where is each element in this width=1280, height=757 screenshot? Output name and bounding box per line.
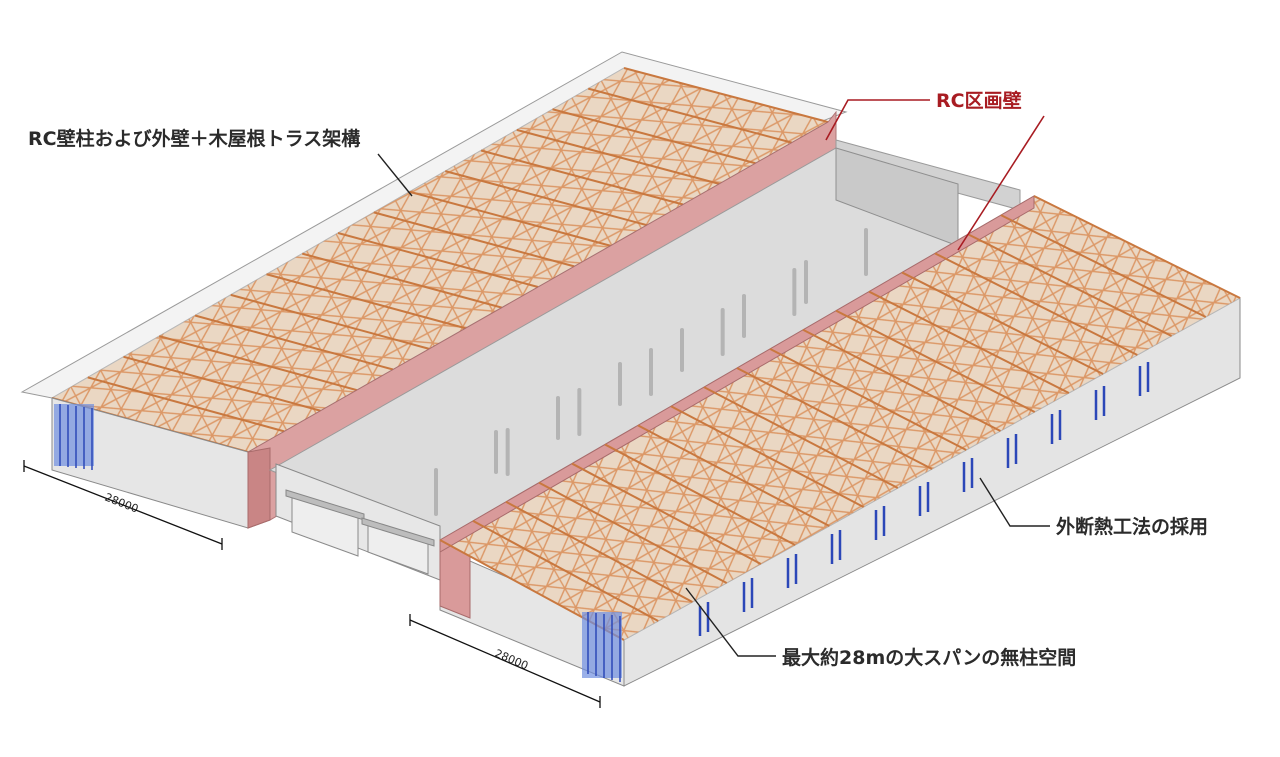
right-truss-rib [934,252,1138,356]
right-truss-rib [538,481,728,584]
center-courtyard [268,139,1021,581]
right-truss-rib [505,500,693,603]
left-truss-rib [266,273,466,330]
right-truss-rib [868,290,1070,394]
right-side-windows [698,362,1150,636]
label-insulation: 外断熱工法の採用 [1056,515,1208,538]
callout-leaders [377,99,1050,657]
left-truss-rib [230,293,430,350]
left-truss-rib [194,314,394,371]
courtyard-entrances [285,489,435,575]
right-truss-rib [967,233,1173,337]
right-truss-rib [1033,195,1241,299]
left-truss-rib [623,67,829,123]
right-truss-rib [835,309,1036,413]
right-building [438,195,1242,687]
leader-structure [377,153,413,197]
left-truss-rib [301,252,503,309]
label-rc-wall: RC区画壁 [936,89,1022,112]
left-truss-rib [444,170,648,227]
right-truss-rib [703,386,899,489]
left-front-windows [54,404,94,470]
right-truss-rib [802,328,1001,432]
dimension-right-value: 28000 [493,647,530,673]
label-structure: RC壁柱および外壁＋木屋根トラス架構 [28,127,360,150]
left-truss-rib [373,211,575,268]
right-truss-rib [901,271,1104,375]
right-truss-rib [472,520,659,622]
leader-rc-wall-2 [957,115,1045,251]
right-truss-rib [637,424,830,527]
leader-rc-wall-1 [825,99,930,141]
leader-span [685,587,776,657]
leader-insulation [979,477,1050,527]
left-truss-rib [552,108,756,165]
right-truss-rib [769,347,967,451]
courtyard-posts [434,228,868,516]
left-truss-rib [516,128,720,185]
left-truss-rib [123,355,321,412]
right-front-windows [582,612,622,682]
right-truss-rib [604,443,796,546]
right-truss-rib [571,462,762,565]
left-truss-rib [87,376,285,433]
right-truss-rib [1000,214,1207,318]
left-truss-rib [480,149,684,206]
left-rc-wall-face [247,447,271,529]
left-truss-rib [337,232,539,288]
left-truss-rib [409,190,611,247]
left-truss-rib [587,87,793,144]
left-truss-rib [158,335,358,392]
label-span: 最大約28mの大スパンの無柱空間 [782,646,1076,669]
right-truss-rib [736,367,933,470]
right-truss-rib [670,405,865,508]
right-truss-ribs [439,195,1241,641]
